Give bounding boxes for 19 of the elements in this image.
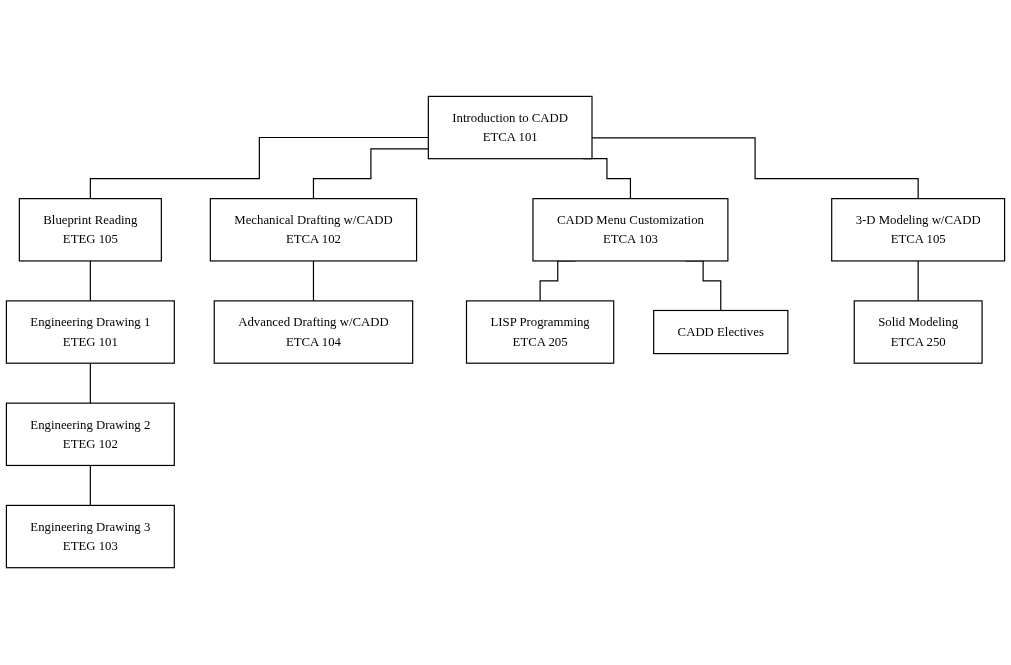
node-box: Engineering Drawing 2 ETEG 102 bbox=[5, 403, 175, 467]
node-box: LISP Programming ETCA 205 bbox=[465, 300, 615, 365]
node-box: Solid Modeling ETCA 250 bbox=[853, 300, 983, 365]
connector bbox=[89, 137, 429, 200]
connector bbox=[89, 363, 91, 405]
node-box: Mechanical Drafting w/CADD ETCA 102 bbox=[209, 198, 418, 262]
node-box: Engineering Drawing 1 ETEG 101 bbox=[5, 300, 175, 365]
node-box: Advanced Drafting w/CADD ETCA 104 bbox=[213, 300, 414, 365]
node-box: Introduction to CADD ETCA 101 bbox=[427, 96, 593, 160]
connector bbox=[917, 260, 919, 302]
node-box: Engineering Drawing 3 ETEG 103 bbox=[5, 505, 175, 569]
node-box: CADD Electives bbox=[653, 310, 789, 355]
connector bbox=[312, 260, 315, 302]
node-box: Blueprint Reading ETEG 105 bbox=[18, 198, 162, 262]
connector bbox=[89, 465, 91, 507]
connector bbox=[89, 260, 91, 302]
node-box: 3-D Modeling w/CADD ETCA 105 bbox=[831, 198, 1006, 262]
connector bbox=[312, 148, 429, 200]
node-box: CADD Menu Customization ETCA 103 bbox=[532, 198, 729, 262]
